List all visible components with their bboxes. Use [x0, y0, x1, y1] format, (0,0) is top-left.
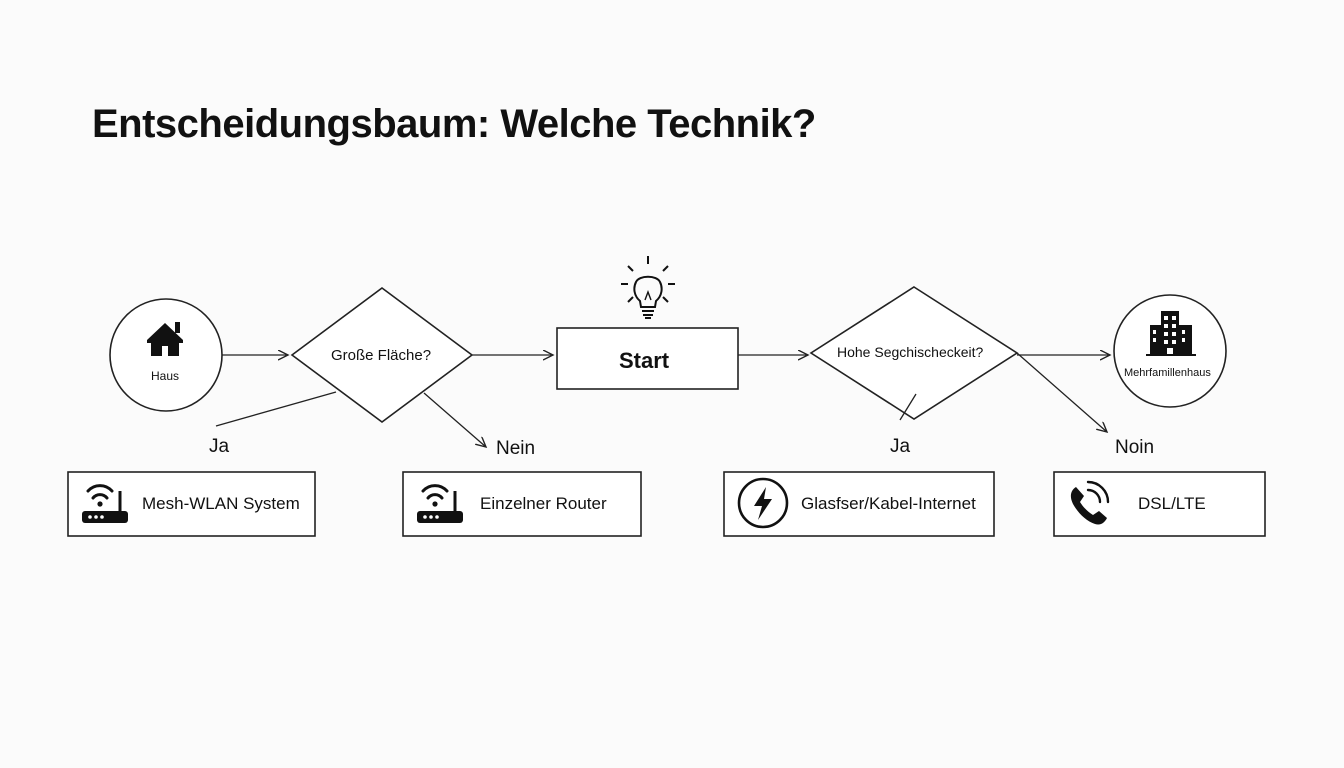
decision-area-diamond: [290, 287, 474, 423]
phone-icon: [1070, 480, 1110, 525]
lightbulb-icon: [621, 256, 675, 319]
branch-label-speed-no: Noin: [1115, 437, 1155, 458]
start-label: Start: [619, 348, 670, 373]
branch-area-yes: [215, 391, 337, 427]
house-node: [109, 298, 223, 412]
house-label: Haus: [151, 369, 180, 383]
result-box-mesh: [67, 471, 316, 537]
decision-area-label: Große Fläche?: [331, 347, 432, 364]
decision-speed-label: Hohe Segchischeckeit?: [837, 344, 984, 360]
start-box: [556, 327, 739, 390]
branch-speed-no: [1016, 352, 1107, 432]
branch-label-area-no: Nein: [496, 438, 536, 459]
building-icon: [1146, 311, 1196, 356]
decision-speed-diamond: [809, 286, 1019, 420]
connectors: [215, 352, 1110, 447]
result-label-mesh: Mesh-WLAN System: [142, 494, 300, 513]
result-label-fiber: Glasfser/Kabel-Internet: [801, 494, 976, 513]
result-label-dsl: DSL/LTE: [1138, 494, 1206, 513]
house-icon: [147, 322, 183, 356]
wifi-router-icon: [417, 484, 463, 523]
branch-label-area-yes: Ja: [209, 436, 230, 457]
branch-speed-yes: [899, 393, 917, 421]
apartment-node: [1113, 294, 1227, 408]
branch-label-speed-yes: Ja: [890, 436, 911, 457]
result-box-router: [402, 471, 642, 537]
wifi-router-icon: [82, 484, 128, 523]
branch-area-no: [423, 392, 486, 447]
apartment-label: Mehrfamillenhaus: [1124, 367, 1211, 379]
result-label-router: Einzelner Router: [480, 494, 607, 513]
lightning-icon: [737, 477, 789, 529]
page-title: Entscheidungsbaum: Welche Technik?: [92, 102, 816, 146]
